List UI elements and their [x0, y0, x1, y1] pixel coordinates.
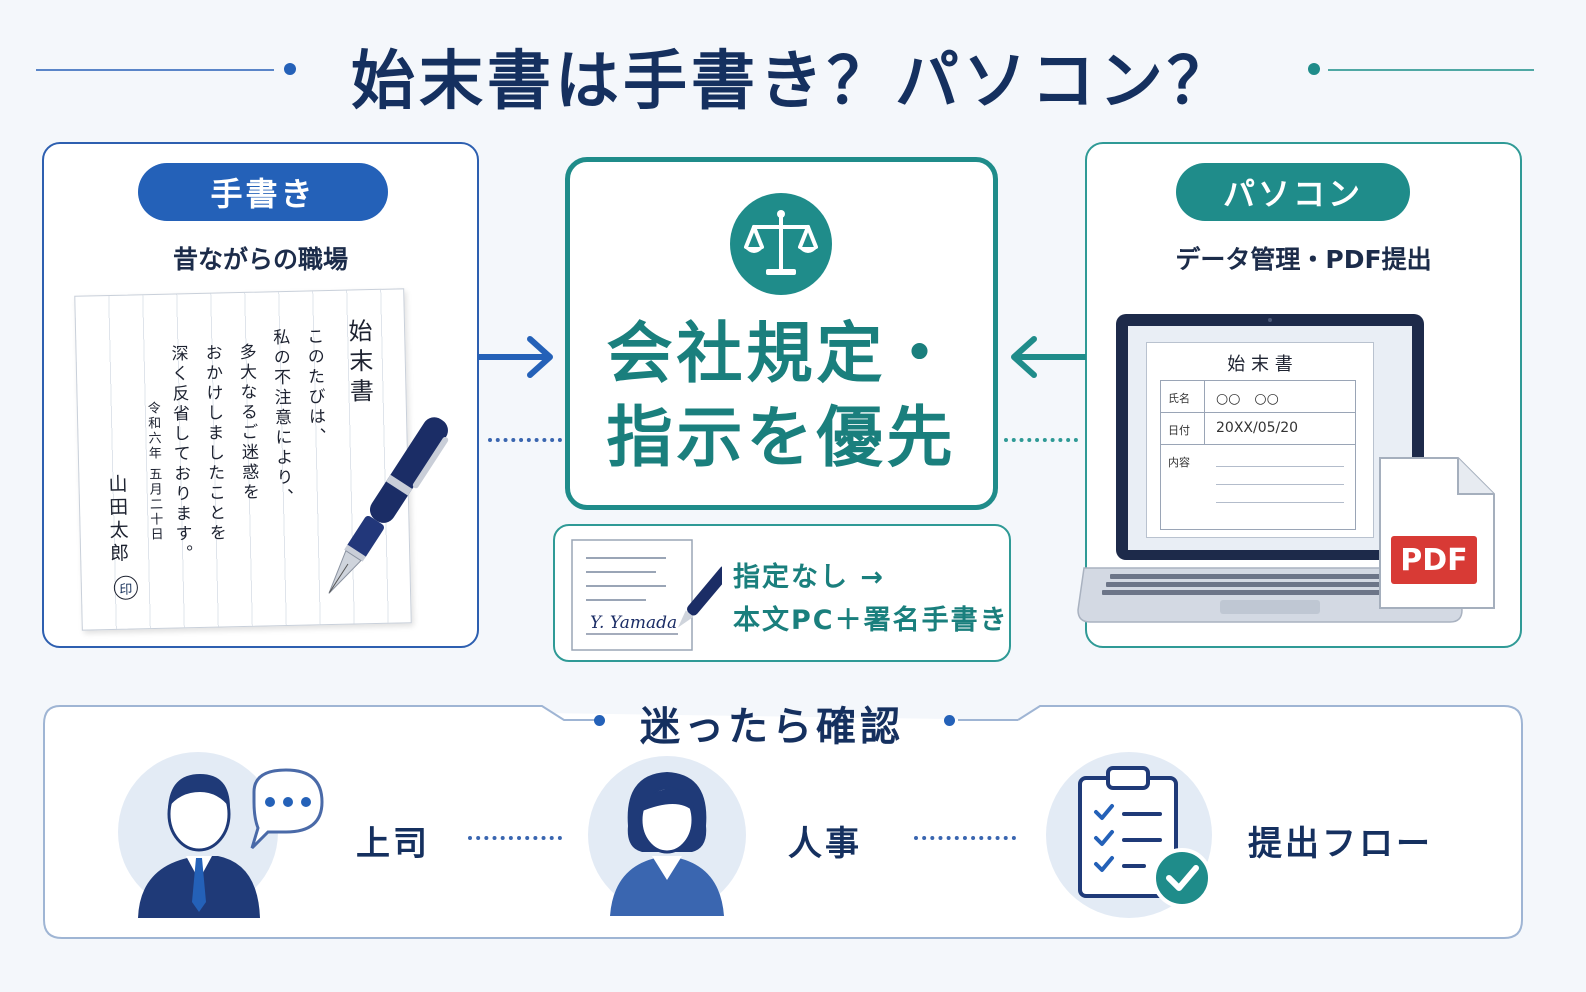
pc-doc-divider: [1160, 412, 1356, 413]
title-dot-left: [284, 63, 296, 75]
letter-date: 令和六年 五月二十日: [144, 400, 163, 543]
pc-doc-row-label: 内容: [1168, 456, 1190, 469]
signed-paper-icon: [571, 539, 722, 651]
arrow-right-icon: [478, 336, 553, 378]
title-line-right: [1328, 69, 1534, 71]
step-label-flow: 提出フロー: [1248, 824, 1433, 864]
letter-signer: 山田太郎: [105, 473, 130, 567]
step-connector-2: [914, 836, 1016, 840]
step-label-hr: 人事: [788, 824, 862, 864]
hr-staff-icon: [610, 772, 724, 916]
dotted-connector-right: [1004, 438, 1078, 442]
title-dot-right: [1308, 63, 1320, 75]
handwritten-caption: 昔ながらの職場: [172, 245, 348, 274]
boss-icon: [138, 768, 324, 918]
letter-line-4: おかけしましたことを: [201, 343, 226, 544]
pc-doc-row-value: ○○ ○○: [1216, 391, 1279, 407]
signature-text: Y. Yamada: [590, 613, 678, 633]
letter-line-2: 私の不注意により、: [269, 327, 294, 509]
letter-line-3: 多大なるご迷惑を: [235, 342, 259, 504]
priority-text: 会社規定・ 指示を優先: [565, 312, 998, 480]
pc-doc-row-label: 日付: [1168, 424, 1190, 437]
priority-box: [565, 157, 998, 510]
page-title: 始末書は手書き？パソコン？: [351, 45, 1235, 119]
confirm-dot-right: [944, 715, 955, 726]
title-line-left: [36, 69, 274, 71]
pc-doc-row-label: 氏名: [1168, 392, 1190, 405]
pc-caption: データ管理・PDF提出: [1175, 245, 1432, 274]
pc-doc-content-line: [1216, 502, 1344, 503]
pdf-file-icon: [1379, 457, 1495, 609]
pc-doc-content-line: [1216, 484, 1344, 485]
confirm-dot-left: [594, 715, 605, 726]
pc-doc-divider: [1160, 444, 1356, 445]
clipboard-check-icon: [1078, 766, 1212, 906]
pc-doc-content-line: [1216, 466, 1344, 467]
fountain-pen-icon: [328, 417, 449, 594]
pc-doc-table: [1160, 380, 1356, 530]
dotted-connector-left: [488, 438, 562, 442]
mixed-line-1: 指定なし →: [733, 562, 886, 593]
priority-line-1: 会社規定・: [606, 315, 957, 392]
mixed-line-2: 本文PC＋署名手書き: [733, 605, 1009, 636]
pdf-badge: PDF: [1391, 536, 1477, 584]
pc-label: パソコン: [1176, 163, 1410, 221]
step-connector-1: [468, 836, 562, 840]
step-label-boss: 上司: [356, 824, 430, 864]
seal-mark: 印: [113, 575, 139, 600]
scales-icon: [730, 193, 832, 295]
pc-doc-heading: 始 末 書: [1227, 354, 1293, 375]
pc-document: [1146, 342, 1374, 538]
letter-line-5: 深く反省しております。: [167, 344, 193, 565]
confirm-title: 迷ったら確認: [640, 704, 904, 750]
handwritten-label: 手書き: [138, 163, 388, 221]
priority-line-2: 指示を優先: [606, 399, 957, 476]
pc-doc-row-value: 20XX/05/20: [1216, 420, 1299, 436]
arrow-left-icon: [1011, 336, 1086, 378]
